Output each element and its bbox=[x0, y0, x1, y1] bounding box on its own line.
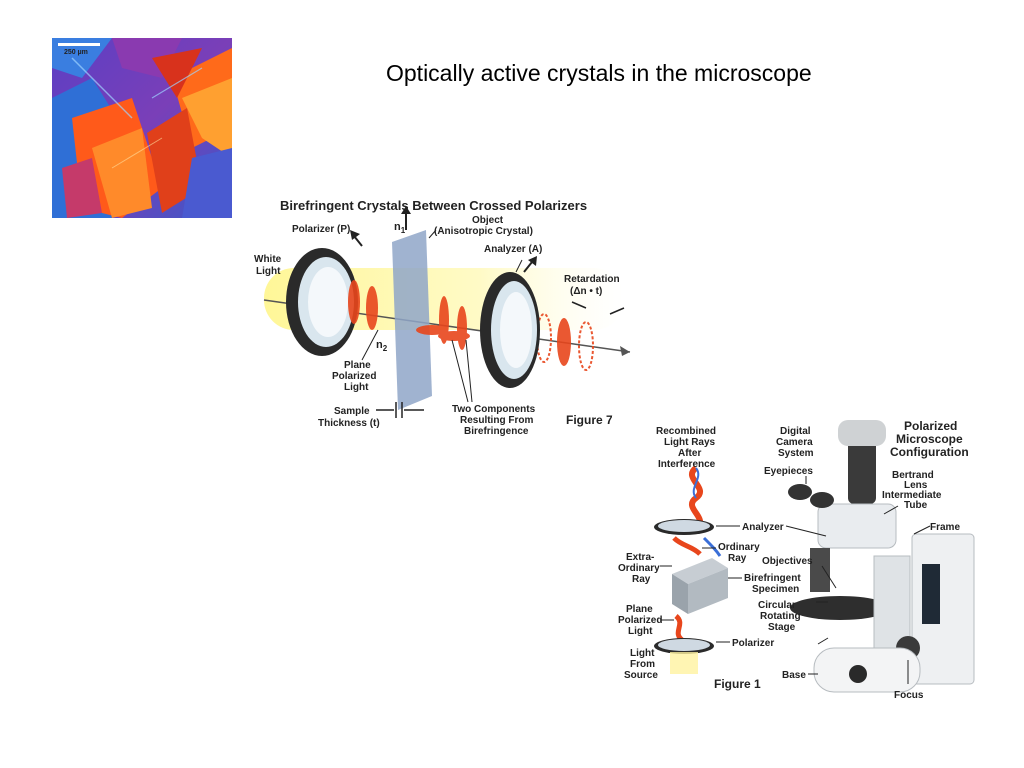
stage-line2: Rotating bbox=[760, 611, 801, 622]
figure1-diagram: Recombined Light Rays After Interference… bbox=[612, 416, 984, 706]
plane-polarized-line3: Light bbox=[628, 626, 653, 637]
objectives-label: Objectives bbox=[762, 556, 813, 567]
figure1-caption: Figure 1 bbox=[714, 677, 761, 691]
extra-ordinary-line1: Extra- bbox=[626, 552, 654, 563]
eyepieces-label: Eyepieces bbox=[764, 466, 813, 477]
object-label-line1: Object bbox=[472, 215, 504, 226]
plane-polarized-line1: Plane bbox=[344, 360, 371, 371]
figure7-diagram: Birefringent Crystals Between Crossed Po… bbox=[254, 190, 634, 442]
anisotropic-crystal-plate bbox=[392, 230, 432, 410]
two-components-line2: Resulting From bbox=[460, 415, 533, 426]
analyzer-label: Analyzer bbox=[742, 522, 784, 533]
bertrand-line4: Tube bbox=[904, 500, 928, 511]
source-line1: Light bbox=[630, 648, 655, 659]
sample-thickness-line1: Sample bbox=[334, 406, 370, 417]
polarizer-disk bbox=[286, 248, 358, 356]
polarizer-label: Polarizer (P) bbox=[292, 224, 350, 235]
recombined-line2: Light Rays bbox=[664, 437, 716, 448]
scale-bar-label: 250 µm bbox=[64, 49, 88, 56]
recombined-line4: Interference bbox=[658, 459, 716, 470]
recombined-line3: After bbox=[678, 448, 701, 459]
bertrand-line3: Intermediate bbox=[882, 490, 942, 501]
analyzer-disk bbox=[480, 272, 540, 388]
n1-label: n1 bbox=[394, 221, 406, 235]
figure7-title: Birefringent Crystals Between Crossed Po… bbox=[280, 198, 587, 213]
bertrand-line1: Bertrand bbox=[892, 470, 934, 481]
source-line3: Source bbox=[624, 670, 658, 681]
specimen-line2: Specimen bbox=[752, 584, 799, 595]
plane-polarized-line2: Polarized bbox=[618, 615, 662, 626]
extra-ordinary-line2: Ordinary bbox=[618, 563, 660, 574]
figure1-title-line3: Configuration bbox=[890, 445, 969, 459]
figure1-title-line2: Microscope bbox=[896, 432, 963, 446]
sample-thickness-line2: Thickness (t) bbox=[318, 418, 380, 429]
stage-line1: Circular bbox=[758, 600, 796, 611]
microscope-body bbox=[788, 420, 975, 693]
retardation-line1: Retardation bbox=[564, 274, 620, 285]
camera-line1: Digital bbox=[780, 426, 811, 437]
slide-title: Optically active crystals in the microsc… bbox=[386, 60, 812, 86]
recombined-line1: Recombined bbox=[656, 426, 716, 437]
analyzer-label: Analyzer (A) bbox=[484, 244, 542, 255]
two-components-line3: Birefringence bbox=[464, 426, 529, 437]
ordinary-line2: Ray bbox=[728, 553, 747, 564]
focus-label: Focus bbox=[894, 690, 924, 701]
frame-label: Frame bbox=[930, 522, 960, 533]
bertrand-line2: Lens bbox=[904, 480, 928, 491]
source-line2: From bbox=[630, 659, 655, 670]
polarized-waves bbox=[348, 280, 594, 371]
figure7-caption: Figure 7 bbox=[566, 413, 613, 427]
retardation-line2: (Δn • t) bbox=[570, 286, 602, 297]
optical-path-stack bbox=[654, 465, 728, 674]
plane-polarized-line1: Plane bbox=[626, 604, 653, 615]
polarizer-label: Polarizer bbox=[732, 638, 774, 649]
specimen-line1: Birefringent bbox=[744, 573, 801, 584]
crystal-micrograph: 250 µm bbox=[52, 38, 232, 218]
ordinary-line1: Ordinary bbox=[718, 542, 760, 553]
two-components-line1: Two Components bbox=[452, 404, 536, 415]
plane-polarized-line3: Light bbox=[344, 382, 369, 393]
plane-polarized-line2: Polarized bbox=[332, 371, 376, 382]
camera-line3: System bbox=[778, 448, 814, 459]
figure1-title-line1: Polarized bbox=[904, 419, 957, 433]
object-label-line2: (Anisotropic Crystal) bbox=[434, 226, 533, 237]
stage-line3: Stage bbox=[768, 622, 796, 633]
base-label: Base bbox=[782, 670, 806, 681]
extra-ordinary-line3: Ray bbox=[632, 574, 651, 585]
white-light-line1: White bbox=[254, 254, 282, 265]
n2-label: n2 bbox=[376, 339, 388, 353]
camera-line2: Camera bbox=[776, 437, 813, 448]
white-light-line2: Light bbox=[256, 266, 281, 277]
